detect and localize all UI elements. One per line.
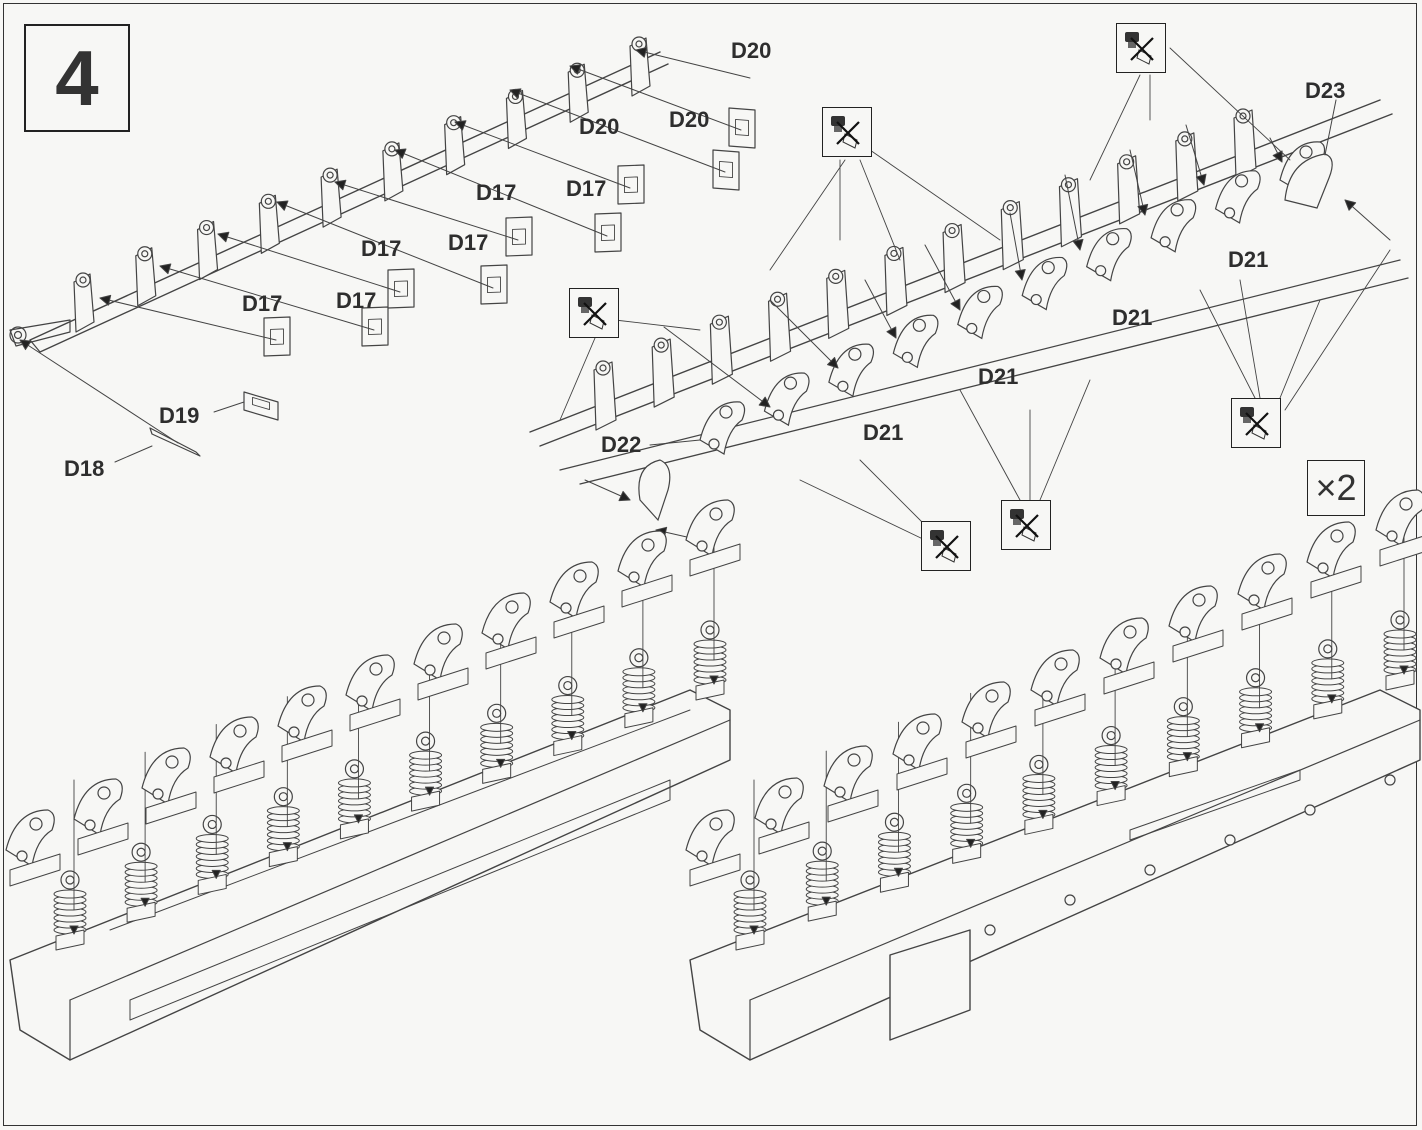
part-label-d20: D20 [579, 114, 620, 139]
part-label-d17: D17 [242, 291, 283, 316]
part-label-d17: D17 [566, 176, 607, 201]
part-label-d18: D18 [64, 456, 105, 481]
quantity-box: ×2 [1307, 460, 1365, 516]
no-glue-icon [1231, 398, 1281, 448]
part-label-d17: D17 [336, 288, 377, 313]
part-label-d21: D21 [1228, 247, 1269, 272]
no-glue-icon [1116, 23, 1166, 73]
part-label-d19: D19 [159, 403, 200, 428]
page-border [3, 3, 1417, 1126]
part-label-d17: D17 [448, 230, 489, 255]
part-label-d22: D22 [601, 432, 642, 457]
no-glue-icon [822, 107, 872, 157]
no-glue-icon [569, 288, 619, 338]
part-label-d21: D21 [1112, 305, 1153, 330]
part-label-d17: D17 [476, 180, 517, 205]
part-label-d20: D20 [731, 38, 772, 63]
step-number-box: 4 [24, 24, 130, 132]
part-label-d21: D21 [863, 420, 904, 445]
part-label-d21: D21 [978, 364, 1019, 389]
quantity-label: ×2 [1315, 467, 1357, 508]
part-label-d17: D17 [361, 236, 402, 261]
part-label-d20: D20 [669, 107, 710, 132]
step-number: 4 [55, 34, 99, 122]
no-glue-icon [1001, 500, 1051, 550]
part-label-d23: D23 [1305, 78, 1346, 103]
no-glue-icon [921, 521, 971, 571]
